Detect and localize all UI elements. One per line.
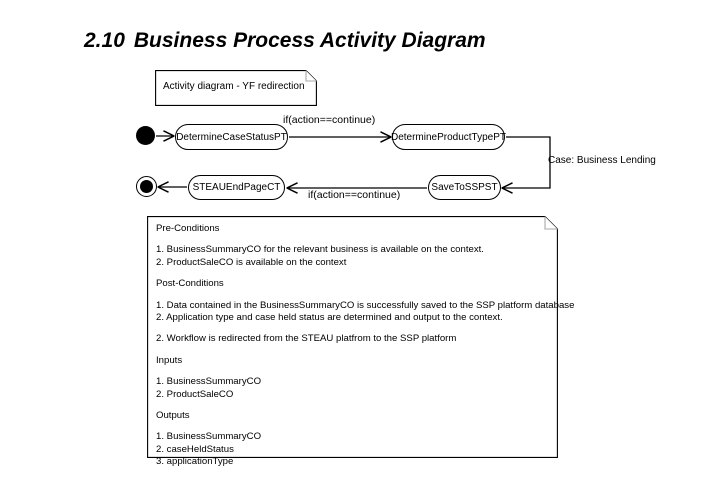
final-node <box>136 176 157 197</box>
list-item: 2. caseHeldStatus <box>156 443 234 455</box>
initial-node <box>136 126 155 145</box>
specification-note: Pre-Conditions 1. BusinessSummaryCO for … <box>147 216 574 467</box>
section-heading-post-conditions: Post-Conditions <box>156 278 224 290</box>
edge-label-case-business-lending: Case: Business Lending <box>548 155 656 166</box>
list-item: 1. BusinessSummaryCO <box>156 431 262 443</box>
list-item: 3. applicationType <box>156 456 234 468</box>
activity-node-label: DetermineCaseStatusPT <box>176 131 287 143</box>
list-item: 2. Workflow is redirected from the STEAU… <box>156 333 457 345</box>
page-title-text: Business Process Activity Diagram <box>133 29 486 52</box>
page-title: 2.10 Business Process Activity Diagram <box>84 29 486 53</box>
activity-node-label: DetermineProductTypePT <box>390 131 507 143</box>
activity-node-label: SaveToSSPST <box>431 182 498 193</box>
list-item: 1. Data contained in the BusinessSummary… <box>156 299 575 311</box>
edge-determine-product-to-save-to-ssp <box>502 136 551 188</box>
activity-node-label: STEAUEndPageCT <box>192 182 281 193</box>
specification-note-content: Pre-Conditions 1. BusinessSummaryCO for … <box>156 222 575 478</box>
list-item: 2. ProductSaleCO is available on the con… <box>156 256 347 268</box>
list-item: 1. BusinessSummaryCO <box>156 376 262 388</box>
page-title-number: 2.10 <box>84 29 125 52</box>
edge-label-guard-top: if(action==continue) <box>283 114 376 126</box>
activity-node-save-to-ssp[interactable]: SaveToSSPST <box>428 175 501 200</box>
section-list-outputs: 1. BusinessSummaryCO 2. caseHeldStatus 3… <box>156 431 550 468</box>
list-item: 2. ProductSaleCO <box>156 388 234 400</box>
section-list-pre-conditions: 1. BusinessSummaryCO for the relevant bu… <box>156 244 550 269</box>
list-item: 2. Application type and case held status… <box>156 312 503 324</box>
activity-node-determine-case-status[interactable]: DetermineCaseStatusPT <box>175 124 288 150</box>
activity-node-steau-end-page[interactable]: STEAUEndPageCT <box>188 175 285 200</box>
diagram-title-note: Activity diagram - YF redirection <box>155 70 317 106</box>
section-heading-inputs: Inputs <box>156 354 183 366</box>
diagram-title-note-text: Activity diagram - YF redirection <box>163 81 305 92</box>
list-item: 1. BusinessSummaryCO for the relevant bu… <box>156 244 484 256</box>
section-list-inputs: 1. BusinessSummaryCO 2. ProductSaleCO <box>156 376 550 401</box>
section-list-post-conditions: 1. Data contained in the BusinessSummary… <box>156 299 575 325</box>
section-heading-outputs: Outputs <box>156 410 190 422</box>
section-heading-pre-conditions: Pre-Conditions <box>156 223 220 234</box>
activity-node-determine-product-type[interactable]: DetermineProductTypePT <box>390 124 507 150</box>
edge-label-guard-bottom: if(action==continue) <box>308 189 401 201</box>
section-list-post-conditions-extra: 2. Workflow is redirected from the STEAU… <box>156 333 550 345</box>
